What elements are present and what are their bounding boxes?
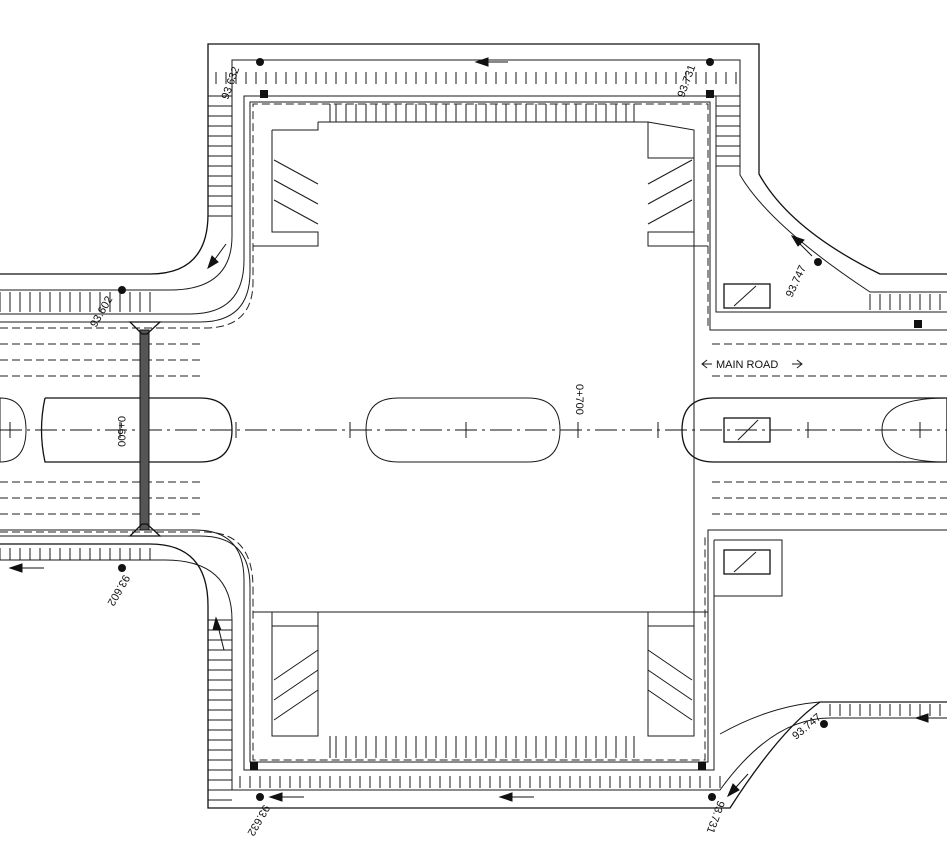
road-label: MAIN ROAD bbox=[716, 359, 778, 371]
north-sidewalk-ticks bbox=[215, 72, 737, 84]
level-w-lower: 93.602 bbox=[105, 573, 132, 608]
south-sidewalk-ticks bbox=[239, 776, 721, 788]
drain-box-median bbox=[723, 417, 771, 443]
level-se-curve: 93.747 bbox=[790, 711, 823, 742]
crosswalk-bar bbox=[128, 321, 162, 537]
level-markers bbox=[118, 58, 922, 801]
lane-lines bbox=[0, 343, 947, 515]
level-nw-top: 93.632 bbox=[220, 65, 243, 101]
drain-box-se bbox=[723, 549, 771, 575]
chainage-0700: 0+700 bbox=[573, 384, 585, 415]
north-block-outline bbox=[0, 43, 947, 331]
south-block-outline bbox=[0, 529, 947, 809]
level-ne-top: 93.731 bbox=[676, 63, 699, 99]
level-ne-curve: 93.747 bbox=[784, 264, 809, 300]
level-w-upper: 93.602 bbox=[88, 294, 115, 329]
west-sidewalk-ticks bbox=[0, 95, 232, 801]
drain-box-ne bbox=[723, 283, 771, 309]
main-road-label: MAIN ROAD bbox=[701, 359, 803, 371]
east-sidewalk-ticks bbox=[716, 95, 941, 716]
centerline-ticks bbox=[9, 422, 921, 438]
level-se-bottom: 93.731 bbox=[704, 799, 727, 835]
plaza-edge-ticks bbox=[335, 104, 627, 758]
hatching bbox=[273, 159, 693, 721]
flow-arrows bbox=[8, 57, 946, 802]
plaza-outline bbox=[253, 104, 708, 758]
chainage-0600: 0+600 bbox=[115, 416, 127, 447]
